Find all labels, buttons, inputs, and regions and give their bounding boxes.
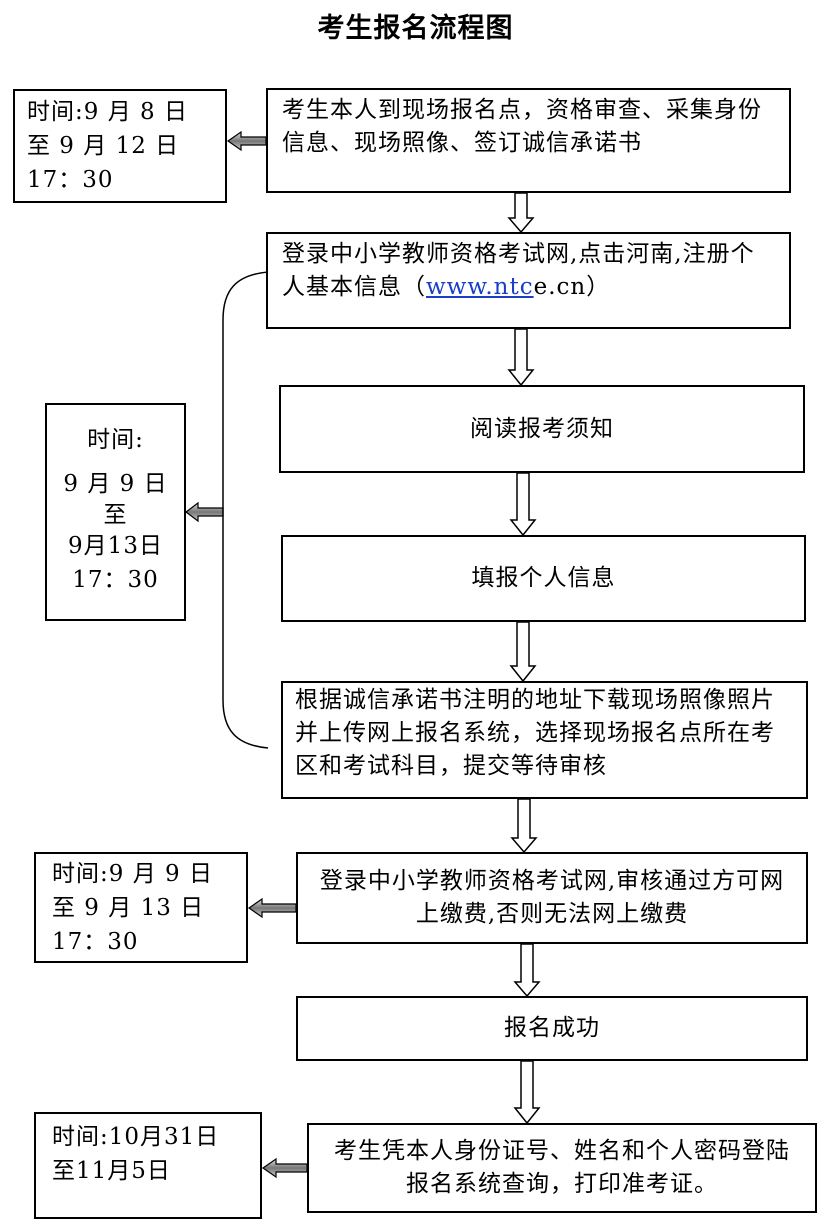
step-box-1: 考生本人到现场报名点，资格审查、采集身份信息、现场照像、签订诚信承诺书	[266, 88, 791, 193]
time-1-line-1: 时间:9 月 8 日	[27, 99, 188, 125]
time-box-3: 时间:9 月 9 日 至 9 月 13 日 17：30	[34, 852, 248, 963]
time-4-line-1: 时间:10月31日	[52, 1124, 220, 1150]
time-1-line-3: 17：30	[27, 167, 114, 193]
down-arrow-6	[513, 943, 541, 998]
time-box-2: 时间: 9 月 9 日 至 9月13日 17：30	[45, 403, 186, 621]
time-1-line-2: 至 9 月 12 日	[27, 133, 180, 159]
time-2-line-5: 17：30	[72, 567, 159, 593]
step-text-2-after: e.cn）	[533, 274, 611, 300]
step-box-2: 登录中小学教师资格考试网,点击河南,注册个人基本信息（www.ntce.cn）	[266, 232, 791, 329]
step-text-4: 填报个人信息	[471, 565, 616, 591]
left-arrow-1	[226, 130, 267, 152]
ntce-link[interactable]: www.ntc	[426, 274, 534, 300]
time-3-line-2: 至 9 月 13 日	[52, 895, 205, 921]
down-arrow-2	[507, 328, 535, 387]
down-arrow-4	[509, 621, 537, 683]
left-arrow-3	[247, 897, 297, 919]
time-2-line-3: 至	[103, 502, 128, 528]
time-box-1: 时间:9 月 8 日 至 9 月 12 日 17：30	[13, 89, 227, 203]
step-text-8: 考生凭本人身份证号、姓名和个人密码登陆报名系统查询，打印准考证。	[334, 1138, 790, 1197]
step-box-5: 根据诚信承诺书注明的地址下载现场照像照片并上传网上报名系统，选择现场报名点所在考…	[281, 681, 808, 799]
step-text-1: 考生本人到现场报名点，资格审查、采集身份信息、现场照像、签订诚信承诺书	[282, 97, 762, 156]
time-4-line-2: 至11月5日	[52, 1158, 171, 1184]
down-arrow-3	[509, 472, 537, 537]
time-2-line-2: 9 月 9 日	[63, 471, 168, 497]
time-2-line-1: 时间:	[87, 427, 144, 453]
step-text-2-before: 登录中小学教师资格考试网,点击河南,注册个人基本信息（	[282, 241, 755, 300]
step-text-6: 登录中小学教师资格考试网,审核通过方可网上缴费,否则无法网上缴费	[319, 868, 785, 927]
step-box-6: 登录中小学教师资格考试网,审核通过方可网上缴费,否则无法网上缴费	[296, 852, 808, 944]
step-text-3: 阅读报考须知	[470, 415, 614, 442]
page-title: 考生报名流程图	[317, 13, 514, 44]
step-text-5: 根据诚信承诺书注明的地址下载现场照像照片并上传网上报名系统，选择现场报名点所在考…	[295, 687, 775, 779]
step-text-2: 登录中小学教师资格考试网,点击河南,注册个人基本信息（www.ntce.cn）	[268, 234, 789, 327]
bracket-line	[222, 271, 269, 749]
down-arrow-7	[513, 1060, 541, 1125]
time-box-4: 时间:10月31日 至11月5日	[34, 1112, 262, 1219]
time-2-line-4: 9月13日	[68, 533, 163, 559]
step-box-7: 报名成功	[296, 996, 808, 1061]
step-box-4: 填报个人信息	[281, 535, 806, 622]
step-box-3: 阅读报考须知	[279, 385, 805, 473]
left-arrow-4	[261, 1157, 308, 1179]
time-3-line-3: 17：30	[52, 929, 139, 955]
down-arrow-1	[507, 192, 535, 234]
time-3-line-1: 时间:9 月 9 日	[52, 861, 213, 887]
down-arrow-5	[510, 798, 538, 854]
step-text-7: 报名成功	[504, 1015, 600, 1041]
step-box-8: 考生凭本人身份证号、姓名和个人密码登陆报名系统查询，打印准考证。	[307, 1123, 817, 1213]
left-arrow-2	[185, 501, 224, 523]
